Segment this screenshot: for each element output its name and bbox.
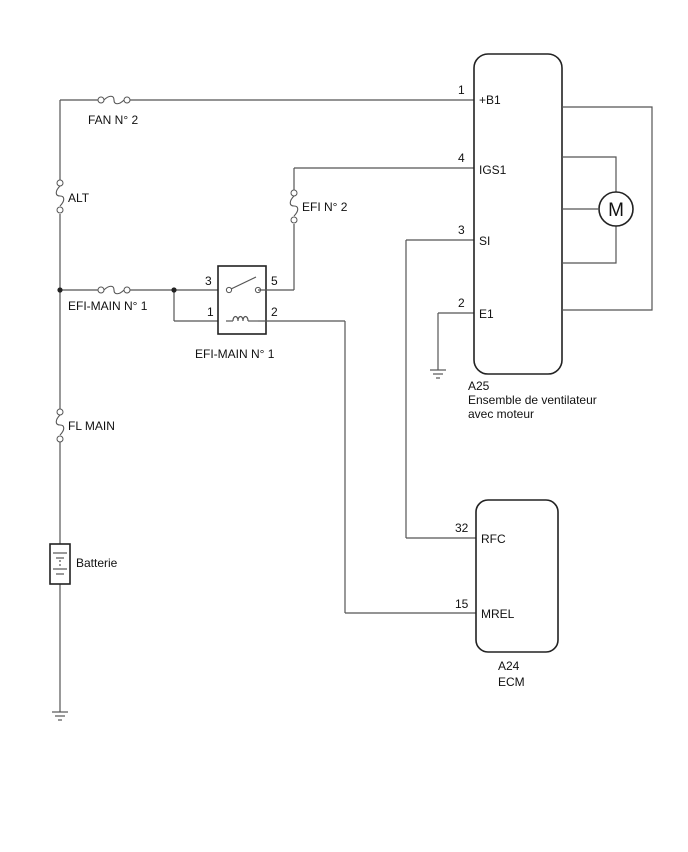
- a25-pin-num-3: 3: [458, 223, 465, 237]
- bus-junction-dot: [57, 287, 63, 293]
- fan-assembly-box: [473, 53, 563, 375]
- alt-fuse: [55, 179, 65, 214]
- fan-assembly-pin-numbers: 1 4 3 2: [458, 83, 465, 310]
- motor-wiring: [562, 106, 653, 311]
- a25-pin-name-b1: +B1: [479, 93, 501, 107]
- relay-pin-1: 1: [207, 305, 214, 319]
- ecm-box: [475, 499, 559, 653]
- fl-main-fuse: [55, 408, 65, 443]
- si-rfc-wire: [405, 239, 476, 539]
- efi-no2-label: EFI N° 2: [302, 200, 348, 214]
- ecm-pin-num-15: 15: [455, 597, 469, 611]
- battery-icon: [49, 543, 71, 585]
- fan-no2-label: FAN N° 2: [88, 113, 138, 127]
- ecm-pin-name-mrel: MREL: [481, 607, 515, 621]
- a25-code: A25: [468, 379, 490, 393]
- ground-icon-main: [52, 711, 68, 721]
- ecm-name: ECM: [498, 675, 525, 689]
- a25-pin-name-igs1: IGS1: [479, 163, 507, 177]
- motor-symbol: M: [608, 200, 624, 221]
- fl-main-label: FL MAIN: [68, 419, 115, 433]
- efi-main-no1-fuse: [97, 285, 131, 295]
- a25-pin-num-4: 4: [458, 151, 465, 165]
- relay-pin-3: 3: [205, 274, 212, 288]
- fan-no2-fuse: [97, 95, 131, 105]
- a25-pin-name-si: SI: [479, 234, 490, 248]
- a25-pin-num-2: 2: [458, 296, 465, 310]
- a25-name-line1: Ensemble de ventilateur: [468, 393, 597, 407]
- efi-main-no1-fuse-label: EFI-MAIN N° 1: [68, 299, 148, 313]
- efi-no2-fuse: [289, 189, 299, 224]
- relay-pin-2: 2: [271, 305, 278, 319]
- a25-pin-num-1: 1: [458, 83, 465, 97]
- relay-label: EFI-MAIN N° 1: [195, 347, 275, 361]
- e1-ground-wire: [437, 312, 474, 370]
- ground-icon-e1: [430, 369, 446, 379]
- relay-pin-5: 5: [271, 274, 278, 288]
- a25-pin-name-e1: E1: [479, 307, 494, 321]
- fan-assembly-pin-names: +B1 IGS1 SI E1: [479, 93, 507, 321]
- alt-label: ALT: [68, 191, 90, 205]
- relay-junction-dot: [171, 287, 177, 293]
- battery-label: Batterie: [76, 556, 118, 570]
- mrel-wire: [258, 320, 476, 614]
- ecm-pin-name-rfc: RFC: [481, 532, 506, 546]
- ecm-pin-num-32: 32: [455, 521, 469, 535]
- a25-name-line2: avec moteur: [468, 407, 534, 421]
- ecm-code: A24: [498, 659, 520, 673]
- efi-main-relay: [217, 265, 267, 335]
- efi-no2-wire: [258, 167, 474, 291]
- motor-icon: M: [598, 191, 634, 227]
